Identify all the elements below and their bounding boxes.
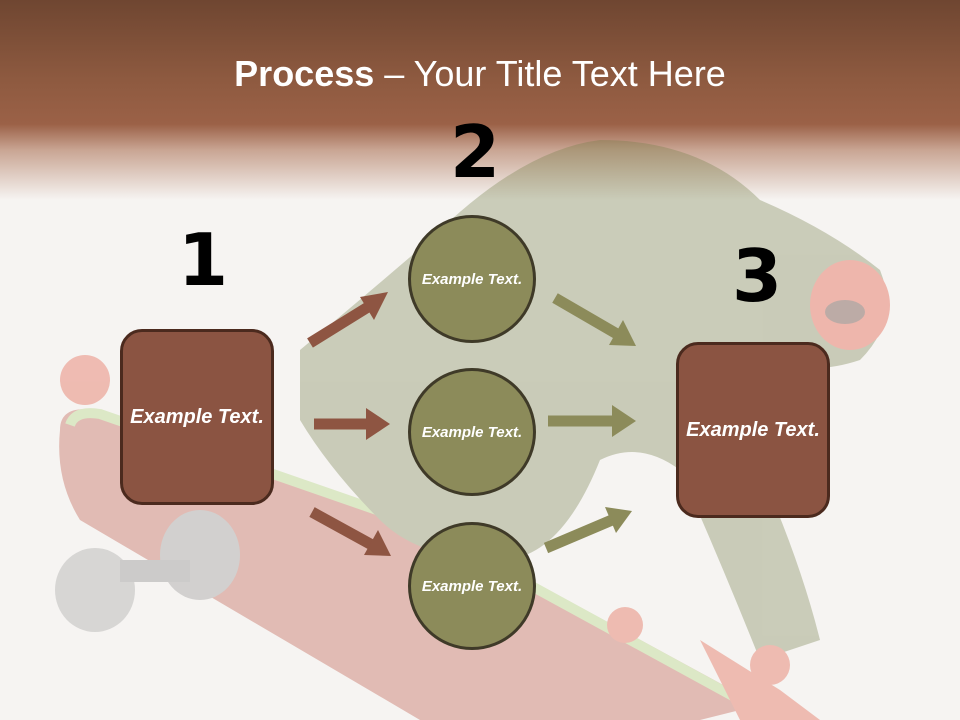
step-2-circle-bottom[interactable]: Example Text. [408, 522, 536, 650]
step-3-box-text: Example Text. [686, 418, 820, 441]
header-band [0, 0, 960, 200]
circle-middle-text: Example Text. [421, 423, 523, 441]
step-number-1: 1 [178, 218, 229, 302]
circle-bottom-text: Example Text. [421, 577, 523, 595]
step-1-box[interactable]: Example Text. [120, 329, 274, 505]
title-rest: – Your Title Text Here [374, 53, 726, 94]
step-1-box-text: Example Text. [130, 405, 264, 428]
step-number-3: 3 [732, 234, 783, 318]
slide-title: Process – Your Title Text Here [0, 52, 960, 96]
step-3-box[interactable]: Example Text. [676, 342, 830, 518]
step-2-circle-middle[interactable]: Example Text. [408, 368, 536, 496]
title-bold: Process [234, 53, 375, 94]
step-2-circle-top[interactable]: Example Text. [408, 215, 536, 343]
circle-top-text: Example Text. [421, 270, 523, 288]
step-number-2: 2 [450, 110, 501, 194]
